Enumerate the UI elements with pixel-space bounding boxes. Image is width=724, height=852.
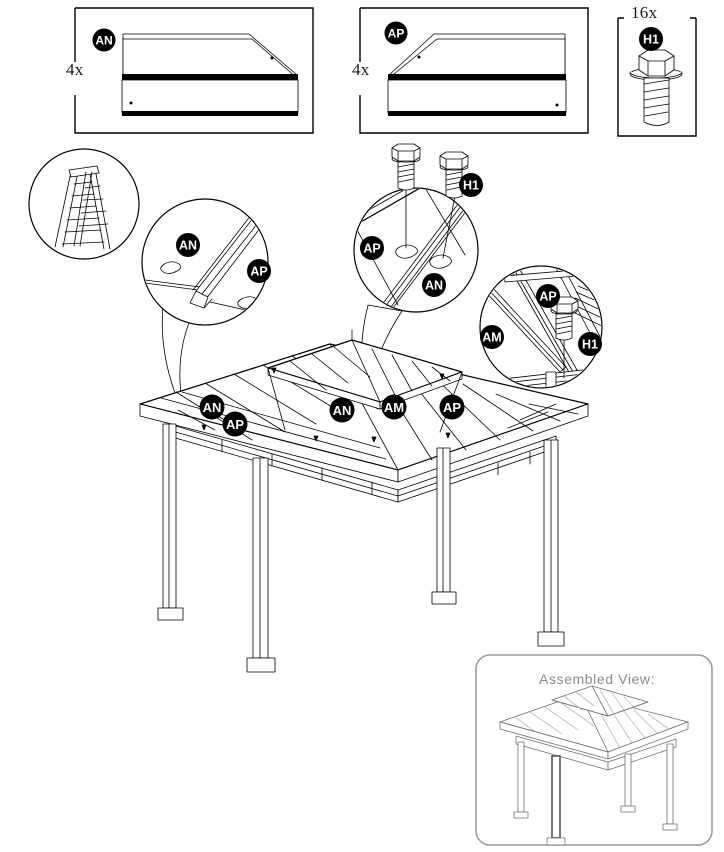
parts-box-an: AN bbox=[74, 7, 314, 134]
bubble-label: AP bbox=[539, 290, 556, 304]
bubble-label: AN bbox=[425, 279, 443, 293]
fastener-h1-detail3 bbox=[550, 296, 579, 341]
fastener-h1-right bbox=[439, 151, 469, 199]
bubble-detail3-h1: H1 bbox=[578, 332, 602, 356]
bubble-ap-box: AP bbox=[384, 21, 408, 45]
bubble-detail2-ap: AP bbox=[360, 236, 384, 260]
bubble-label: AP bbox=[363, 242, 380, 256]
bolt-markers bbox=[201, 367, 451, 443]
gazebo-posts bbox=[157, 423, 565, 673]
bubble-label: AN bbox=[203, 400, 222, 415]
step-ladder-icon bbox=[28, 148, 140, 260]
bubble-label: AM bbox=[384, 400, 404, 415]
bubble-label: H1 bbox=[643, 33, 659, 47]
assembled-gazebo-drawing bbox=[499, 685, 689, 846]
parts-box-ap: AP bbox=[359, 7, 589, 134]
quantity-label-ap: 4x bbox=[352, 60, 370, 79]
bubble-main-am: AM bbox=[381, 394, 407, 420]
bubble-an-box: AN bbox=[92, 28, 116, 52]
assembled-view-title: Assembled View: bbox=[539, 671, 656, 687]
bubble-detail3-ap: AP bbox=[536, 284, 560, 308]
bubble-label: AP bbox=[388, 27, 405, 41]
fastener-h1-left bbox=[391, 143, 421, 191]
bubble-main-ap-left: AP bbox=[222, 411, 248, 437]
bubble-detail3-am: AM bbox=[480, 325, 504, 349]
bubble-detail2-an: AN bbox=[422, 273, 446, 297]
bubble-label: H1 bbox=[582, 338, 598, 352]
bubble-label: H1 bbox=[463, 179, 479, 193]
bubble-h1-box: H1 bbox=[639, 27, 663, 51]
bubble-label: AP bbox=[443, 400, 461, 415]
bubble-main-an-left: AN bbox=[199, 394, 225, 420]
bubble-main-ap-right: AP bbox=[439, 394, 465, 420]
quantity-label-h1: 16x bbox=[631, 3, 658, 22]
part-drawing-an bbox=[121, 33, 299, 116]
bubble-label: AN bbox=[95, 34, 112, 48]
bubble-main-an-centre: AN bbox=[329, 397, 355, 423]
quantity-label-an: 4x bbox=[66, 60, 84, 79]
part-drawing-ap bbox=[387, 33, 567, 116]
parts-box-h1: H1 bbox=[617, 17, 697, 137]
gazebo-roof-lower bbox=[139, 343, 589, 483]
bubble-label: AN bbox=[179, 239, 197, 253]
bubble-detail2-h1: H1 bbox=[459, 173, 483, 197]
bubble-detail1-ap: AP bbox=[247, 259, 271, 283]
bubble-label: AN bbox=[333, 403, 352, 418]
bubble-label: AP bbox=[250, 265, 267, 279]
bubble-label: AP bbox=[226, 417, 244, 432]
bubble-label: AM bbox=[482, 331, 501, 345]
bubble-detail1-an: AN bbox=[176, 233, 200, 257]
